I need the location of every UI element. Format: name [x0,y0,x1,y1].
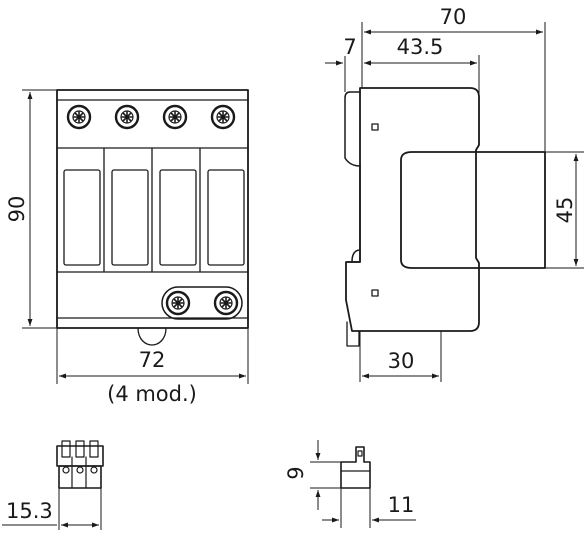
dimension-depth-total: 70 [361,5,546,152]
dimension-rail-width: 30 [359,331,442,382]
front-housing [56,89,249,329]
dimension-label-front-height: 45 [553,197,577,224]
module-window [207,169,245,266]
plug-body [58,465,102,489]
side-view [344,87,546,347]
dimension-width: 72 (4 mod.) [56,328,249,406]
terminal-screw-icon [210,104,236,130]
dimension-contact-width: 11 [322,488,416,528]
lower-latch [346,321,360,347]
module-window [111,169,149,266]
dimension-label-width: 72 [139,348,166,372]
terminal-screw-icon [165,290,191,316]
dimension-label-depth-mid: 43.5 [397,35,444,59]
terminal-screw-icon [162,104,188,130]
terminal-screw-icon [213,290,239,316]
upper-rail-hook [344,91,361,167]
dimension-contact-height: 9 [284,440,341,510]
dimension-label-depth-total: 70 [440,5,467,29]
dimension-label-height: 90 [5,196,29,223]
side-indicator [371,289,379,297]
dimension-label-contact-width: 11 [388,493,415,517]
plug-contact [76,466,84,474]
dimension-label-contact-height: 9 [284,466,308,479]
dimension-label-plug-width: 15.3 [6,499,53,523]
bottom-terminal-block [161,286,243,320]
contact-slot [357,450,363,457]
dimension-plug-width: 15.3 [2,488,102,530]
dimension-label-rail-width: 30 [388,349,415,373]
dimension-label-offset: 7 [343,35,356,59]
module-window [159,169,197,266]
front-module-block [400,151,546,269]
plug-pin [61,440,71,458]
dimension-depth-mid: 43.5 [364,35,480,94]
side-indicator [371,123,379,131]
front-view [56,89,249,346]
plug-pin [75,440,85,458]
contact-profile [340,446,371,489]
dimension-label-modules: (4 mod.) [107,382,197,406]
module-window [63,169,101,266]
lower-rail-hook [347,249,361,263]
dimension-front-height: 45 [545,151,584,269]
plug-pin [89,440,99,458]
terminal-screw-icon [66,104,92,130]
plug-contact [62,466,70,474]
side-housing [345,87,480,332]
contact-detail [340,446,371,489]
din-clip [137,327,167,346]
plug-detail [56,440,104,489]
dimension-height: 90 [5,89,57,329]
plug-contact [90,466,98,474]
plug-top [56,445,104,467]
terminal-screw-icon [114,104,140,130]
